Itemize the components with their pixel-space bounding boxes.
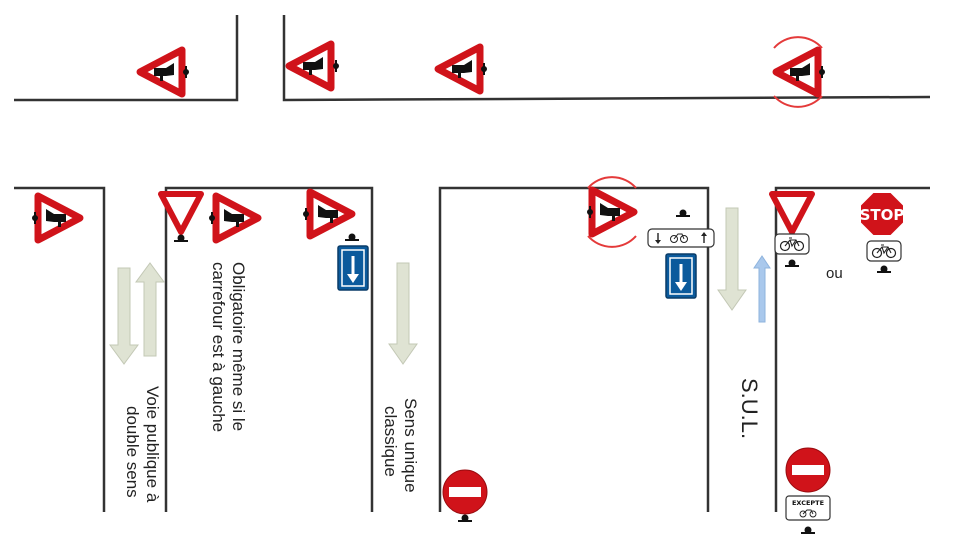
obligatoire-line-1: Obligatoire même si le xyxy=(229,262,248,432)
except-label: EXCEPTE xyxy=(792,499,824,507)
one-way-sign-icon xyxy=(664,252,698,300)
stop-sign-icon: STOP xyxy=(859,191,905,237)
yield-sign-icon xyxy=(772,194,812,232)
lower-road-edge-4 xyxy=(774,186,930,512)
road-lines xyxy=(14,15,931,512)
one-way-arrow-icon xyxy=(388,262,418,365)
priority-warning-sign-icon xyxy=(289,44,331,88)
one-way-sign-icon xyxy=(336,244,370,292)
bicycle-panel-icon xyxy=(866,240,902,262)
except-bicycle-panel-icon: EXCEPTE xyxy=(785,495,831,521)
obligatoire-caption: Obligatoire même si le carrefour est à g… xyxy=(209,262,248,432)
stop-sign-label: STOP xyxy=(860,206,905,224)
no-entry-sign-icon xyxy=(785,447,831,493)
bicycle-contraflow-arrow-icon xyxy=(753,255,771,323)
priority-warning-sign-icon xyxy=(438,47,480,91)
sign-post-icon xyxy=(800,525,816,535)
lower-road-edge-3 xyxy=(438,186,710,512)
lower-road-edge-2 xyxy=(164,186,374,512)
sul-caption: S.U.L. xyxy=(737,378,762,440)
two-way-bicycle-panel-icon xyxy=(647,228,715,248)
sign-post-icon xyxy=(876,264,892,274)
highlighted-priority-warning-sign-icon xyxy=(587,176,636,248)
double-sens-caption: Voie publique à double sens xyxy=(123,386,162,502)
sens-unique-caption: Sens unique classique xyxy=(381,398,420,493)
sens-unique-line-1: Sens unique xyxy=(401,398,420,493)
priority-warning-sign-icon xyxy=(216,196,258,240)
two-way-arrows-icon xyxy=(109,262,165,365)
lower-road-edge-1 xyxy=(14,186,106,512)
priority-warning-sign-icon xyxy=(310,192,352,236)
top-left-road-edge xyxy=(14,15,239,102)
sign-post-icon xyxy=(173,233,189,243)
or-label: ou xyxy=(826,265,843,282)
sign-post-icon xyxy=(784,258,800,268)
one-way-arrow-icon xyxy=(717,207,747,311)
highlighted-priority-warning-sign-icon xyxy=(774,36,823,108)
priority-warning-sign-icon xyxy=(140,50,182,94)
sign-post-icon xyxy=(344,232,360,242)
sens-unique-line-2: classique xyxy=(381,406,401,477)
priority-warning-sign-icon xyxy=(38,196,80,240)
obligatoire-line-2: carrefour est à gauche xyxy=(209,262,229,433)
top-right-road-edge xyxy=(282,15,931,102)
double-sens-line-1: Voie publique à xyxy=(143,386,162,503)
no-entry-sign-icon xyxy=(442,469,488,515)
double-sens-line-2: double sens xyxy=(123,406,143,498)
bicycle-panel-icon xyxy=(774,233,810,255)
sign-post-icon xyxy=(675,208,691,218)
sign-post-icon xyxy=(457,513,473,523)
